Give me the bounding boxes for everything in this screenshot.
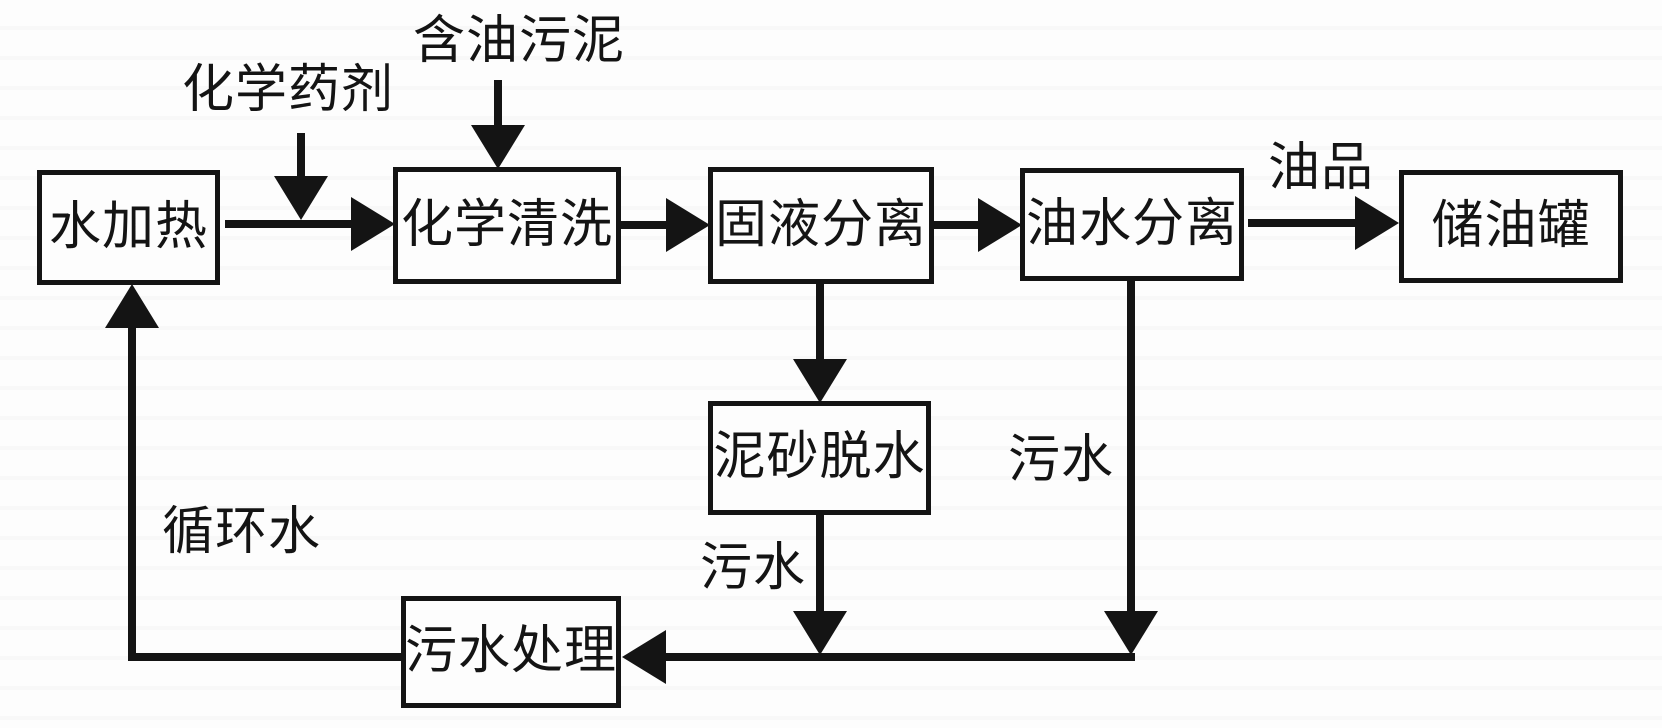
node-oil-storage-tank-label: 储油罐 [1431,197,1591,255]
arrow-chemical-cleaning-to-solid-liquid [620,198,710,252]
arrow-merge-to-wastewater-treatment [622,630,1135,684]
node-sand-dewatering: 泥砂脱水 [708,401,931,515]
arrow-solid-liquid-to-oil-water [933,198,1022,252]
label-oil-product: 油品 [1268,140,1375,197]
node-chemical-cleaning-label: 化学清洗 [400,196,613,254]
arrow-chemical-agent-down [274,133,328,220]
arrow-oil-water-separation-down [1104,280,1158,655]
arrow-sand-dewatering-down [793,514,847,655]
label-wastewater-from-separation: 污水 [1008,432,1115,489]
node-oil-storage-tank: 储油罐 [1399,170,1623,283]
node-sand-dewatering-label: 泥砂脱水 [713,429,926,486]
node-solid-liquid-separation: 固液分离 [708,167,934,284]
label-oily-sludge: 含油污泥 [413,13,626,70]
node-water-heating: 水加热 [37,170,220,285]
node-wastewater-treatment: 污水处理 [401,596,621,708]
arrow-solid-liquid-to-sand-dewatering [793,283,847,403]
node-oil-water-separation-label: 油水分离 [1025,195,1238,253]
arrow-treatment-to-water-heating [105,284,401,661]
label-wastewater-from-dewatering: 污水 [700,540,807,597]
node-wastewater-treatment-label: 污水处理 [405,623,618,680]
label-circulating-water: 循环水 [162,504,322,561]
arrow-water-heating-to-chemical-cleaning [225,197,395,251]
node-oil-water-separation: 油水分离 [1020,168,1244,281]
node-solid-liquid-separation-label: 固液分离 [714,196,927,254]
node-water-heating-label: 水加热 [48,198,208,256]
arrow-oil-water-to-storage-tank [1248,196,1399,250]
node-chemical-cleaning: 化学清洗 [393,167,621,284]
arrow-oily-sludge-down [471,80,525,169]
label-chemical-agent: 化学药剂 [182,62,395,119]
